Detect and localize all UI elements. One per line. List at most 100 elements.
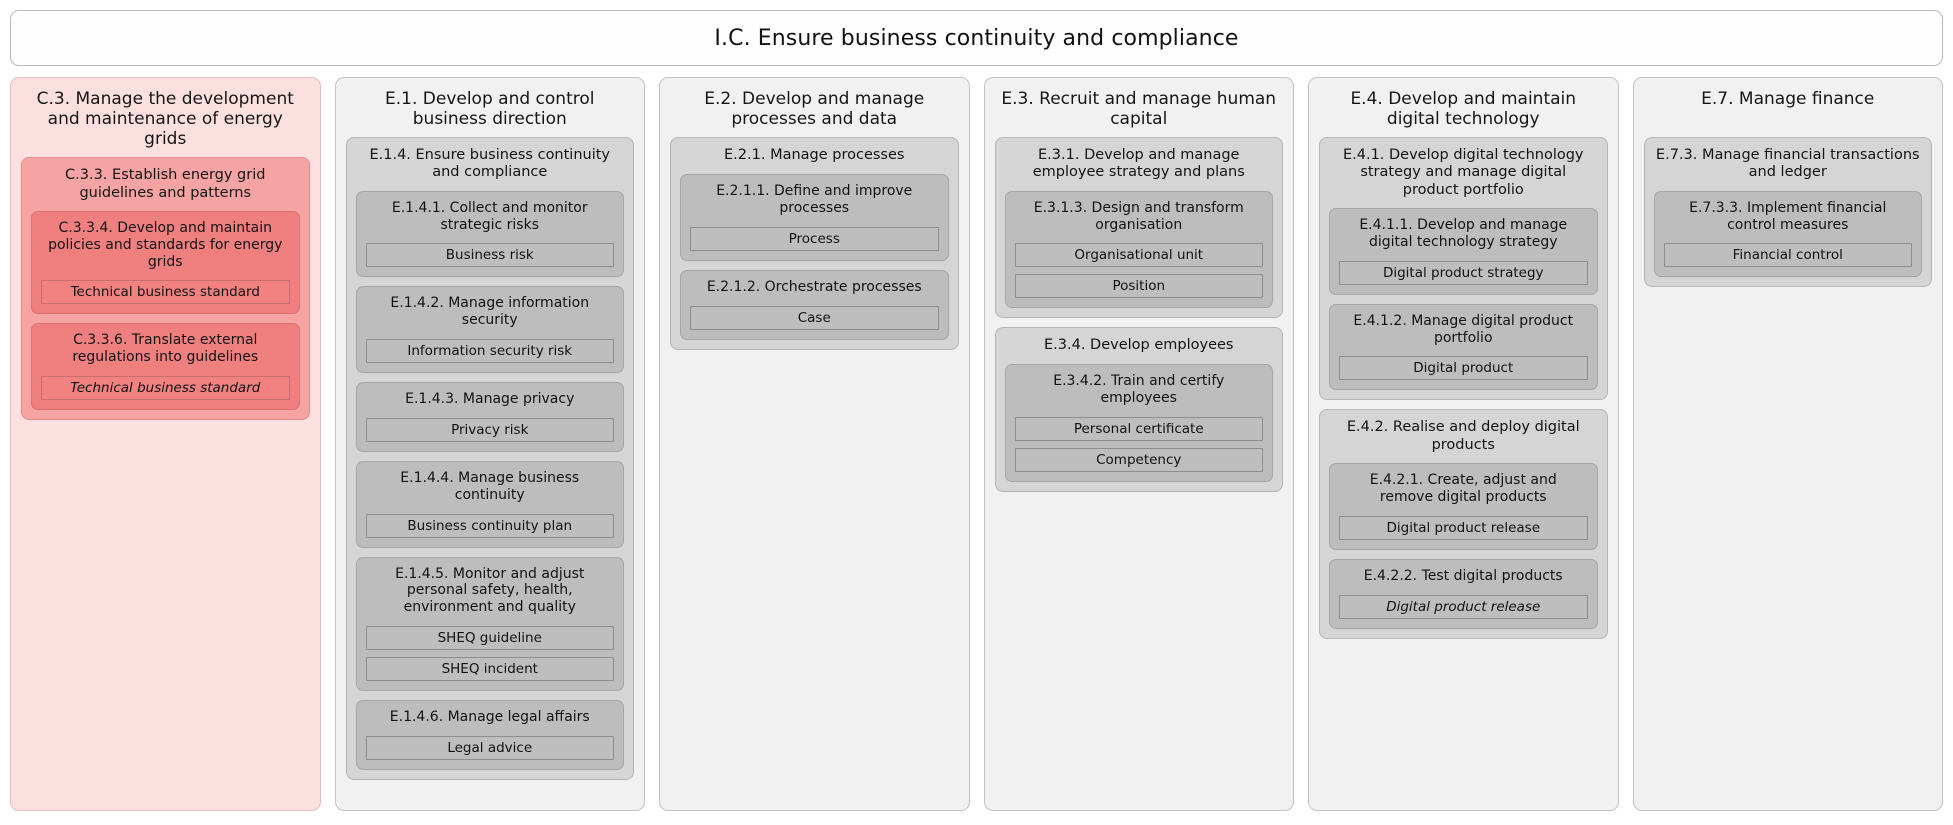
page-title: I.C. Ensure business continuity and comp…	[714, 25, 1239, 51]
group-title: E.4.1. Develop digital technology strate…	[1342, 147, 1584, 198]
capability-subgroup[interactable]: C.3.3.6. Translate external regulations …	[31, 323, 300, 410]
subgroup-body: Business continuity plan	[365, 513, 614, 538]
page-banner: I.C. Ensure business continuity and comp…	[10, 10, 1943, 66]
subgroup-title: E.7.3.3. Implement financial control mea…	[1689, 199, 1887, 233]
business-object-card[interactable]: Personal certificate	[1014, 417, 1263, 442]
business-object-card[interactable]: Business continuity plan	[365, 513, 614, 538]
business-object-card[interactable]: Position	[1014, 274, 1263, 299]
subgroup-title: E.2.1.2. Orchestrate processes	[706, 278, 922, 295]
group-title: E.1.4. Ensure business continuity and co…	[369, 147, 611, 181]
subgroup-body: Case	[690, 305, 939, 330]
business-object-card[interactable]: Competency	[1014, 448, 1263, 473]
capability-group[interactable]: E.4.2. Realise and deploy digital produc…	[1319, 409, 1608, 639]
subgroup-body: Digital product release	[1339, 515, 1588, 540]
business-object-card[interactable]: Digital product release	[1339, 515, 1588, 540]
subgroup-body: Business risk	[365, 243, 614, 268]
column-title: C.3. Manage the development and maintena…	[36, 89, 294, 150]
capability-subgroup[interactable]: E.4.2.1. Create, adjust and remove digit…	[1329, 463, 1598, 550]
column-title: E.3. Recruit and manage human capital	[1001, 89, 1277, 130]
subgroup-title: E.1.4.3. Manage privacy	[405, 391, 575, 408]
group-title: E.2.1. Manage processes	[724, 147, 905, 164]
capability-subgroup[interactable]: E.3.1.3. Design and transform organisati…	[1004, 190, 1273, 309]
business-object-card[interactable]: Privacy risk	[365, 418, 614, 443]
group-body: E.4.2.1. Create, adjust and remove digit…	[1329, 463, 1598, 629]
business-object-card[interactable]: Organisational unit	[1014, 243, 1263, 268]
column-c3[interactable]: C.3. Manage the development and maintena…	[10, 77, 321, 811]
business-object-card[interactable]: Digital product strategy	[1339, 260, 1588, 285]
column-e2[interactable]: E.2. Develop and manage processes and da…	[659, 77, 970, 811]
business-object-card[interactable]: Digital product	[1339, 356, 1588, 381]
subgroup-body: Legal advice	[365, 736, 614, 761]
capability-group[interactable]: E.1.4. Ensure business continuity and co…	[345, 137, 634, 781]
business-object-card[interactable]: Business risk	[365, 243, 614, 268]
column-body: E.1.4. Ensure business continuity and co…	[345, 137, 634, 781]
group-body: E.3.1.3. Design and transform organisati…	[1004, 190, 1273, 309]
capability-subgroup[interactable]: E.4.1.1. Develop and manage digital tech…	[1329, 208, 1598, 295]
subgroup-body: Digital product	[1339, 356, 1588, 381]
capability-group[interactable]: C.3.3. Establish energy grid guidelines …	[21, 157, 310, 420]
capability-subgroup[interactable]: E.7.3.3. Implement financial control mea…	[1653, 190, 1922, 278]
column-title: E.7. Manage finance	[1701, 89, 1875, 109]
business-object-card[interactable]: Financial control	[1663, 243, 1912, 268]
column-body: E.7.3. Manage financial transactions and…	[1643, 137, 1932, 288]
business-object-card[interactable]: Process	[690, 226, 939, 251]
capability-group[interactable]: E.7.3. Manage financial transactions and…	[1643, 137, 1932, 288]
capability-columns: C.3. Manage the development and maintena…	[10, 77, 1943, 811]
business-object-card[interactable]: Digital product release	[1339, 594, 1588, 619]
subgroup-body: Technical business standard	[41, 280, 290, 305]
subgroup-title: E.4.1.1. Develop and manage digital tech…	[1359, 217, 1568, 251]
capability-subgroup[interactable]: E.1.4.1. Collect and monitor strategic r…	[355, 190, 624, 278]
business-object-card[interactable]: Case	[690, 305, 939, 330]
subgroup-title: E.1.4.5. Monitor and adjust personal saf…	[395, 565, 585, 616]
subgroup-body: Privacy risk	[365, 418, 614, 443]
subgroup-body: Technical business standard	[41, 375, 290, 400]
subgroup-title: C.3.3.6. Translate external regulations …	[72, 332, 259, 366]
capability-group[interactable]: E.3.1. Develop and manage employee strat…	[994, 137, 1283, 319]
group-title: E.3.4. Develop employees	[1044, 337, 1234, 354]
business-object-card[interactable]: Legal advice	[365, 736, 614, 761]
subgroup-title: E.3.4.2. Train and certify employees	[1053, 373, 1225, 407]
capability-group[interactable]: E.4.1. Develop digital technology strate…	[1319, 137, 1608, 401]
subgroup-title: E.1.4.1. Collect and monitor strategic r…	[391, 199, 588, 233]
business-object-card[interactable]: Technical business standard	[41, 280, 290, 305]
capability-subgroup[interactable]: C.3.3.4. Develop and maintain policies a…	[31, 210, 300, 315]
capability-subgroup[interactable]: E.1.4.5. Monitor and adjust personal saf…	[355, 556, 624, 692]
group-title: E.3.1. Develop and manage employee strat…	[1032, 147, 1245, 181]
subgroup-title: E.1.4.6. Manage legal affairs	[389, 709, 590, 726]
subgroup-body: Financial control	[1663, 243, 1912, 268]
group-title: E.4.2. Realise and deploy digital produc…	[1346, 419, 1580, 453]
group-title: E.7.3. Manage financial transactions and…	[1655, 147, 1920, 181]
subgroup-title: E.4.1.2. Manage digital product portfoli…	[1353, 312, 1574, 346]
business-object-card[interactable]: Technical business standard	[41, 375, 290, 400]
subgroup-body: Process	[690, 226, 939, 251]
group-body: E.1.4.1. Collect and monitor strategic r…	[355, 190, 624, 771]
column-title: E.2. Develop and manage processes and da…	[704, 89, 925, 130]
business-object-card[interactable]: SHEQ incident	[365, 657, 614, 682]
group-body: E.4.1.1. Develop and manage digital tech…	[1329, 208, 1598, 391]
group-title: C.3.3. Establish energy grid guidelines …	[65, 167, 266, 201]
column-e1[interactable]: E.1. Develop and control business direct…	[334, 77, 645, 811]
business-object-card[interactable]: Information security risk	[365, 339, 614, 364]
column-body: C.3.3. Establish energy grid guidelines …	[21, 157, 310, 420]
capability-subgroup[interactable]: E.4.1.2. Manage digital product portfoli…	[1329, 303, 1598, 391]
group-body: E.7.3.3. Implement financial control mea…	[1653, 190, 1922, 278]
business-object-card[interactable]: SHEQ guideline	[365, 626, 614, 651]
column-e4[interactable]: E.4. Develop and maintain digital techno…	[1308, 77, 1619, 811]
